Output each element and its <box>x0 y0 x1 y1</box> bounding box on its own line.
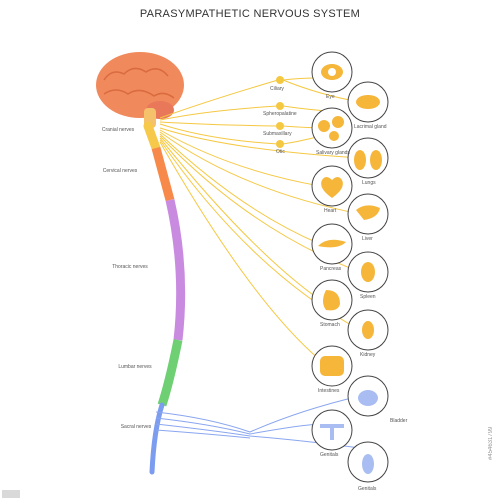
salivary-glands-circle <box>311 107 353 149</box>
stomach-label: Stomach <box>320 322 340 328</box>
sacral-nerve-lines <box>155 395 361 449</box>
cranial-nerve-lines <box>159 77 361 361</box>
spinal-cord <box>143 121 186 475</box>
cranial-nerves-label: Cranial nerves <box>101 127 135 133</box>
pancreas-label: Pancreas <box>320 266 342 272</box>
bladder-label: Bladder <box>390 418 408 424</box>
lacrimal-gland-label: Lacrimal gland <box>354 124 387 130</box>
page-title: PARASYMPATHETIC NERVOUS SYSTEM <box>139 8 361 20</box>
brain-icon <box>96 52 184 128</box>
otic-label: Otic <box>276 149 285 155</box>
stock-watermark: #454631799 <box>488 426 494 460</box>
eye-label: Eye <box>326 94 335 100</box>
spheropalatine-label: Spheropalatine <box>263 111 297 117</box>
female-genitals-label: Genitals <box>320 452 339 458</box>
stock-logo <box>2 490 20 498</box>
liver-label: Liver <box>362 236 373 242</box>
ciliary-label: Ciliary <box>270 86 284 92</box>
salivary-glands-label: Salivary glands <box>316 150 350 156</box>
cervical-nerves-label: Cervical nerves <box>102 168 138 174</box>
sacral-nerves-label: Sacral nerves <box>120 424 152 430</box>
spleen-label: Spleen <box>360 294 376 300</box>
submaxillary-label: Submaxillary <box>263 131 292 137</box>
organ-circles <box>311 51 389 483</box>
ganglion-dots <box>276 76 284 148</box>
intestines-label: Intestines <box>318 388 340 394</box>
lumbar-nerves-label: Lumbar nerves <box>118 364 152 370</box>
lungs-circle <box>347 137 389 179</box>
thoracic-nerves-label: Thoracic nerves <box>112 264 148 270</box>
lungs-label: Lungs <box>362 180 376 186</box>
kidney-label: Kidney <box>360 352 376 358</box>
heart-label: Heart <box>324 208 337 214</box>
male-genitals-label: Genitals <box>358 486 377 492</box>
